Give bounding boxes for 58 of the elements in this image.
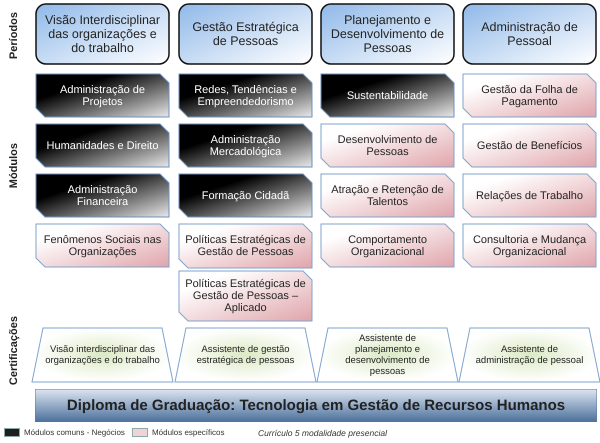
diploma-title: Diploma de Graduação: Tecnologia em Gestão de Recursos Humanos bbox=[66, 397, 566, 414]
common-module-card bbox=[178, 123, 313, 168]
specific-module-card bbox=[320, 223, 455, 268]
common-module-card bbox=[35, 73, 170, 118]
specific-module-card bbox=[35, 223, 170, 268]
module-title: Sustentabilidade bbox=[346, 90, 428, 102]
certification-trapezoid bbox=[174, 327, 317, 383]
module-title: Atração e Retenção de Talentos bbox=[330, 184, 445, 208]
common-module-card bbox=[320, 73, 455, 118]
common-module-card bbox=[178, 173, 313, 218]
certification-title: Assistente de administração de pessoal bbox=[474, 344, 584, 366]
diploma-banner bbox=[35, 389, 597, 422]
module-title: Formação Cidadã bbox=[202, 190, 290, 202]
specific-module-card bbox=[320, 123, 455, 168]
specific-module-card bbox=[320, 173, 455, 218]
common-module-card bbox=[178, 73, 313, 118]
module-title: Humanidades e Direito bbox=[46, 140, 158, 152]
common-module-card bbox=[35, 123, 170, 168]
specific-module-card bbox=[178, 223, 313, 269]
module-title: Gestão da Folha de Pagamento bbox=[480, 84, 579, 108]
certification-title: Visão interdisciplinar das organizações e do trabalho bbox=[44, 344, 161, 366]
row-label: Certificações bbox=[8, 316, 20, 385]
row-label: Períodos bbox=[8, 12, 20, 59]
period-title: Planejamento e Desenvolvimento de Pessoas bbox=[330, 13, 446, 55]
certification-title: Assistente de planejamento e desenvolvimento de pessoas bbox=[344, 333, 431, 377]
specific-module-card bbox=[178, 270, 313, 322]
period-title: Gestão Estratégica de Pessoas bbox=[191, 20, 300, 48]
certification-trapezoid bbox=[31, 327, 174, 383]
legend-label: Módulos específicos bbox=[152, 428, 224, 437]
module-title: Administração Financeira bbox=[66, 184, 138, 208]
certification-title: Assistente de gestão estratégica de pessoas bbox=[196, 344, 296, 366]
module-title: Gestão de Benefícios bbox=[476, 140, 582, 152]
legend-label: Módulos comuns - Negócios bbox=[24, 428, 125, 437]
period-title: Visão Interdisciplinar das organizações e do trabalho bbox=[44, 13, 162, 55]
period-header bbox=[35, 3, 170, 65]
certification-trapezoid bbox=[316, 327, 459, 383]
module-title: Administração de Projetos bbox=[59, 84, 146, 108]
caption: Currículo 5 modalidade presencial bbox=[258, 428, 387, 438]
period-header bbox=[320, 3, 455, 65]
period-title: Administração de Pessoal bbox=[480, 20, 579, 48]
module-title: Consultoria e Mudança Organizacional bbox=[472, 234, 588, 258]
specific-module-card bbox=[462, 123, 597, 168]
module-title: Relações de Trabalho bbox=[476, 190, 583, 202]
module-title: Redes, Tendências e Empreendedorismo bbox=[193, 84, 298, 108]
module-title: Administração Mercadológica bbox=[208, 134, 282, 158]
module-title: Comportamento Organizacional bbox=[347, 234, 428, 258]
specific-module-card bbox=[462, 223, 597, 268]
row-label: Módulos bbox=[8, 142, 20, 188]
period-header bbox=[178, 3, 313, 65]
specific-module-card bbox=[462, 173, 597, 218]
common-module-card bbox=[35, 173, 170, 218]
module-title: Desenvolvimento de Pessoas bbox=[336, 134, 438, 158]
specific-module-card bbox=[462, 73, 597, 118]
module-title: Políticas Estratégicas de Gestão de Pessoas bbox=[184, 234, 307, 258]
certification-trapezoid bbox=[458, 327, 600, 383]
module-title: Políticas Estratégicas de Gestão de Pessoas – Aplicado bbox=[184, 278, 307, 314]
period-header bbox=[462, 3, 597, 65]
module-title: Fenômenos Sociais nas Organizações bbox=[42, 234, 162, 258]
